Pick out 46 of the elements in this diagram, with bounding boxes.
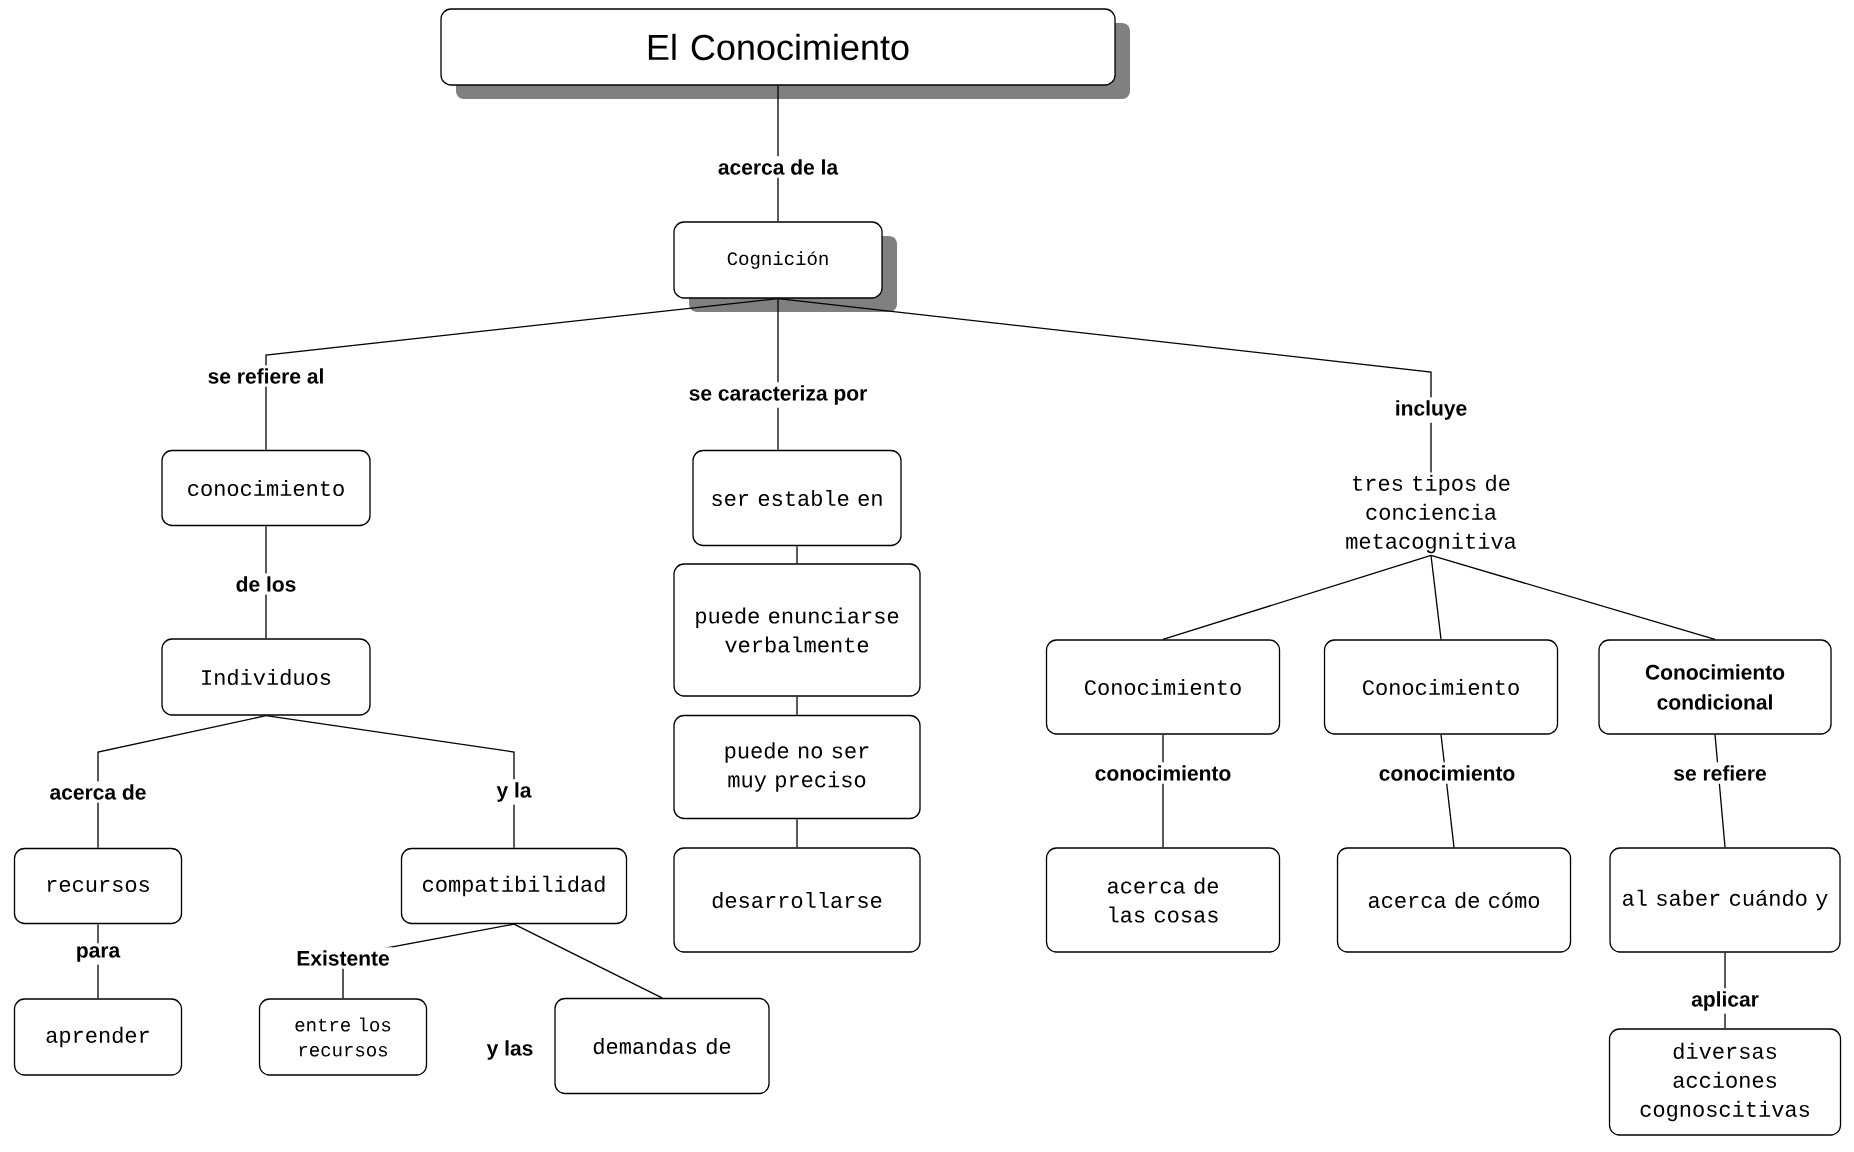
edge-label: acerca de [46,781,150,803]
connector-line [1430,554,1716,640]
edge-label: y la [493,779,535,805]
concept-box: recursos [13,847,183,925]
concept-box: al saber cuándo y [1609,847,1841,953]
concept-box: desarrollarse [673,847,921,953]
concept-box: diversas acciones cognoscitivas [1608,1028,1842,1136]
connector-line [777,298,1432,474]
concept-box: Cognición [673,221,897,312]
connector-line [1430,554,1442,640]
connector-line [513,923,663,999]
edge-label: conocimiento [1375,762,1519,784]
concept-box: compatibilidad [400,847,628,925]
connector-line [265,298,779,451]
edge-label: de los [232,573,300,595]
concept-box: entre los recursos [258,998,428,1076]
edge-label: se caracteriza por [685,382,871,408]
connector-line [796,696,798,716]
concept-box: Conocimiento condicional [1598,639,1832,735]
title-box: El Conocimiento [440,8,1130,99]
edge-label: y las [483,1037,537,1063]
edge-label: se refiere al [204,365,328,387]
edge-label: aplicar [1688,988,1762,1014]
connector-line [796,545,798,564]
connector-line [97,715,267,849]
concept-box: acerca de cómo [1336,847,1572,953]
concept-box: Individuos [161,638,371,716]
edge-label: conocimiento [1091,762,1235,784]
concept-box: puede no ser muy preciso [673,714,921,820]
edge-label: para [72,943,124,965]
concept-box: puede enunciarse verbalmente [673,563,921,697]
edge-label: se refiere [1670,762,1770,784]
edge-label: acerca de la [714,156,842,178]
edge-label: Existente [293,947,393,969]
connector-line [796,818,798,848]
connector-line [265,715,515,849]
connector-line [1162,554,1432,640]
concept-box: Conocimiento [1045,639,1281,735]
concept-box: aprender [13,998,183,1076]
edge-label: incluye [1391,397,1471,423]
concept-box: Conocimiento [1323,639,1559,735]
concept-box: ser estable en [692,449,902,547]
concept-text: tres tipos de conciencia metacognitiva [1346,474,1517,554]
concept-box: demandas de [554,997,770,1095]
concept-box: conocimiento [161,449,371,527]
concept-box: acerca de las cosas [1045,847,1281,953]
